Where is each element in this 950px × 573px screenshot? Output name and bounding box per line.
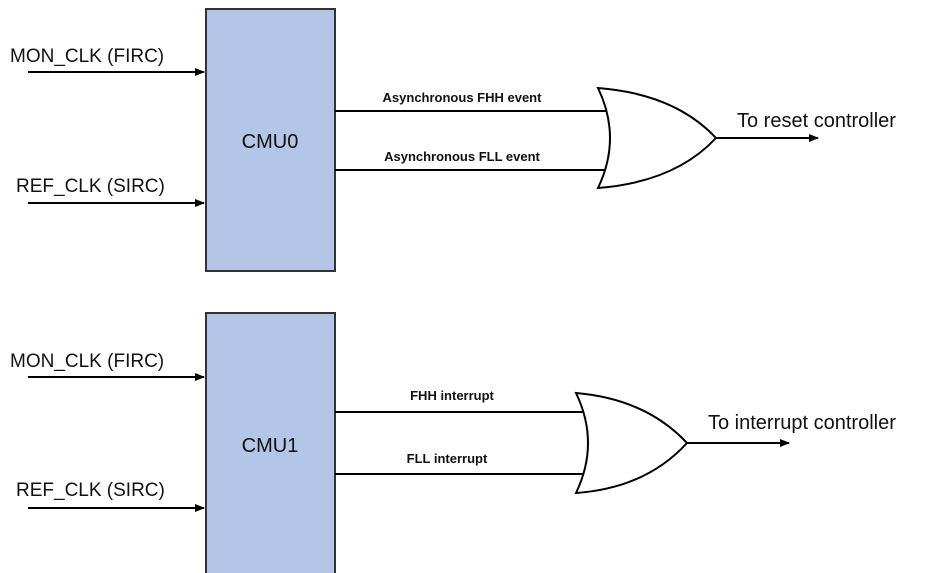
cmu1-signal-label-fhh: FHH interrupt (410, 388, 494, 403)
cmu0-or-gate (596, 86, 718, 190)
cmu1-section: MON_CLK (FIRC) REF_CLK (SIRC) CMU1 FHH i… (10, 312, 896, 573)
cmu0-block-label: CMU0 (242, 131, 299, 153)
cmu1-output-label: To interrupt controller (708, 412, 896, 434)
cmu0-input-label-ref-clk: REF_CLK (SIRC) (16, 176, 165, 197)
cmu1-signal-label-fll: FLL interrupt (407, 451, 488, 466)
cmu0-signal-label-fhh: Asynchronous FHH event (383, 90, 543, 105)
cmu0-signal-label-fll: Asynchronous FLL event (384, 149, 540, 164)
cmu0-output-label: To reset controller (737, 110, 896, 132)
cmu0-section: MON_CLK (FIRC) REF_CLK (SIRC) CMU0 Async… (10, 8, 896, 272)
cmu1-block (205, 312, 336, 573)
cmu1-or-gate (574, 391, 689, 495)
cmu0-input-label-mon-clk: MON_CLK (FIRC) (10, 46, 164, 67)
cmu1-input-label-ref-clk: REF_CLK (SIRC) (16, 480, 165, 501)
cmu1-block-label: CMU1 (242, 435, 299, 457)
cmu0-block (205, 8, 336, 272)
cmu1-input-label-mon-clk: MON_CLK (FIRC) (10, 351, 164, 372)
